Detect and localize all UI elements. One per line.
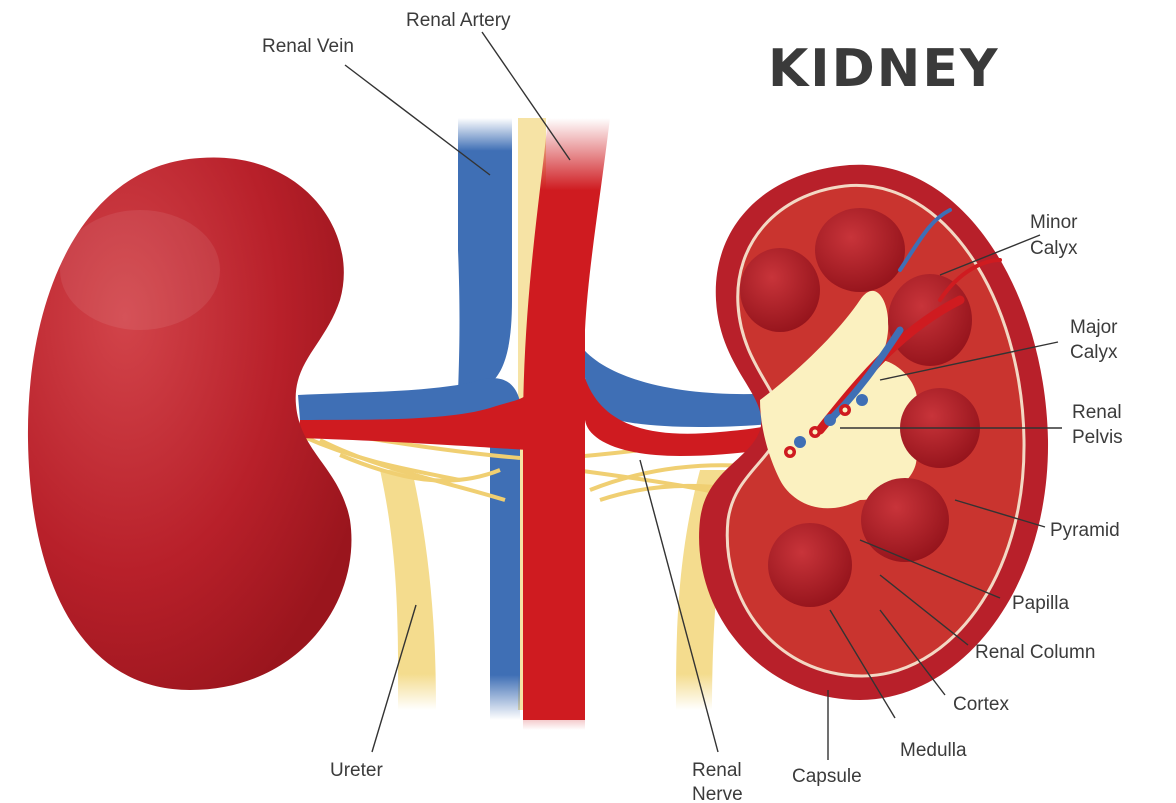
label-capsule: Capsule — [792, 766, 862, 787]
label-major-calyx-2: Calyx — [1070, 342, 1118, 363]
label-renal-column: Renal Column — [975, 642, 1095, 663]
left-ureter — [380, 470, 436, 710]
label-minor-calyx-2: Calyx — [1030, 238, 1078, 259]
aorta-lower — [523, 440, 585, 730]
diagram-title: KIDNEY — [768, 39, 1000, 99]
left-kidney-highlight — [60, 210, 220, 330]
label-renal-pelvis-2: Pelvis — [1072, 427, 1123, 448]
pyramid-1 — [740, 248, 820, 332]
pyramid-5 — [861, 478, 949, 562]
label-medulla: Medulla — [900, 740, 967, 761]
label-major-calyx-1: Major — [1070, 317, 1118, 338]
label-minor-calyx-1: Minor — [1030, 212, 1078, 233]
label-renal-vein: Renal Vein — [262, 36, 354, 57]
label-pyramid: Pyramid — [1050, 520, 1120, 541]
vena-cava — [458, 118, 512, 392]
vena-cava-lower — [490, 420, 520, 720]
pyramid-6 — [768, 523, 852, 607]
pyramid-2 — [815, 208, 905, 292]
label-renal-artery: Renal Artery — [406, 10, 511, 31]
label-renal-nerve-2: Nerve — [692, 784, 743, 803]
label-renal-pelvis-1: Renal — [1072, 402, 1122, 423]
label-cortex: Cortex — [953, 694, 1009, 715]
label-papilla: Papilla — [1012, 593, 1069, 614]
label-ureter: Ureter — [330, 760, 383, 781]
label-renal-nerve-1: Renal — [692, 760, 742, 781]
